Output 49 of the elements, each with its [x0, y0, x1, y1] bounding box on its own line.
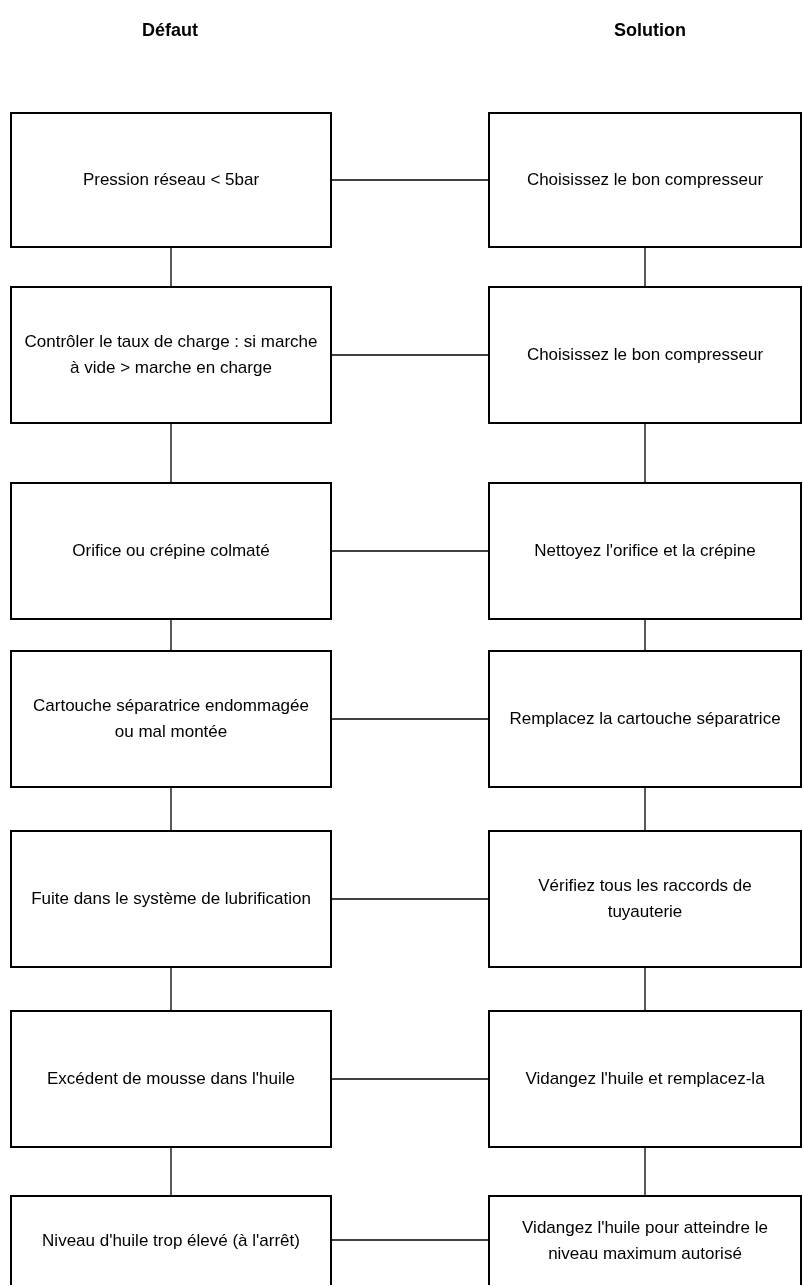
connector-line	[644, 787, 646, 831]
connector-line	[644, 247, 646, 287]
box-text: Niveau d'huile trop élevé (à l'arrêt)	[42, 1229, 300, 1252]
box-text: Orifice ou crépine colmaté	[72, 539, 270, 562]
process-box	[10, 112, 332, 248]
process-box	[10, 1010, 332, 1148]
process-box	[488, 1195, 802, 1285]
box-text: Cartouche séparatrice endommagée ou mal montée	[32, 694, 310, 743]
box-text: Contrôler le taux de charge : si marche à vide > marche en charge	[23, 330, 319, 379]
connector-line	[170, 967, 172, 1011]
connector-line	[644, 967, 646, 1011]
connector-line	[331, 354, 489, 356]
connector-line	[331, 550, 489, 552]
process-box	[488, 1010, 802, 1148]
box-text: Vérifiez tous les raccords de tuyauterie	[537, 874, 753, 923]
connector-line	[170, 619, 172, 651]
process-box	[488, 112, 802, 248]
process-box	[488, 482, 802, 620]
box-text: Pression réseau < 5bar	[82, 168, 260, 191]
process-box	[10, 482, 332, 620]
connector-line	[644, 1147, 646, 1196]
box-text: Vidangez l'huile et remplacez-la	[525, 1067, 765, 1090]
connector-line	[331, 1239, 489, 1241]
connector-line	[170, 787, 172, 831]
process-box	[488, 830, 802, 968]
process-box	[10, 1195, 332, 1285]
column-heading: Défaut	[142, 20, 198, 41]
connector-line	[331, 179, 489, 181]
box-text: Nettoyez l'orifice et la crépine	[534, 539, 756, 562]
connector-line	[170, 423, 172, 483]
box-text: Fuite dans le système de lubrification	[31, 887, 311, 910]
process-box	[10, 830, 332, 968]
box-text: Choisissez le bon compresseur	[526, 343, 764, 366]
connector-line	[644, 619, 646, 651]
connector-line	[331, 898, 489, 900]
connector-line	[644, 423, 646, 483]
box-text: Vidangez l'huile pour atteindre le niveau maximum autorisé	[521, 1216, 769, 1265]
process-box	[10, 650, 332, 788]
column-heading: Solution	[614, 20, 686, 41]
process-box	[10, 286, 332, 424]
box-text: Choisissez le bon compresseur	[526, 168, 764, 191]
process-box	[488, 650, 802, 788]
process-box	[488, 286, 802, 424]
connector-line	[331, 1078, 489, 1080]
box-text: Remplacez la cartouche séparatrice	[509, 707, 781, 730]
connector-line	[170, 247, 172, 287]
connector-line	[170, 1147, 172, 1196]
box-text: Excédent de mousse dans l'huile	[47, 1067, 295, 1090]
connector-line	[331, 718, 489, 720]
